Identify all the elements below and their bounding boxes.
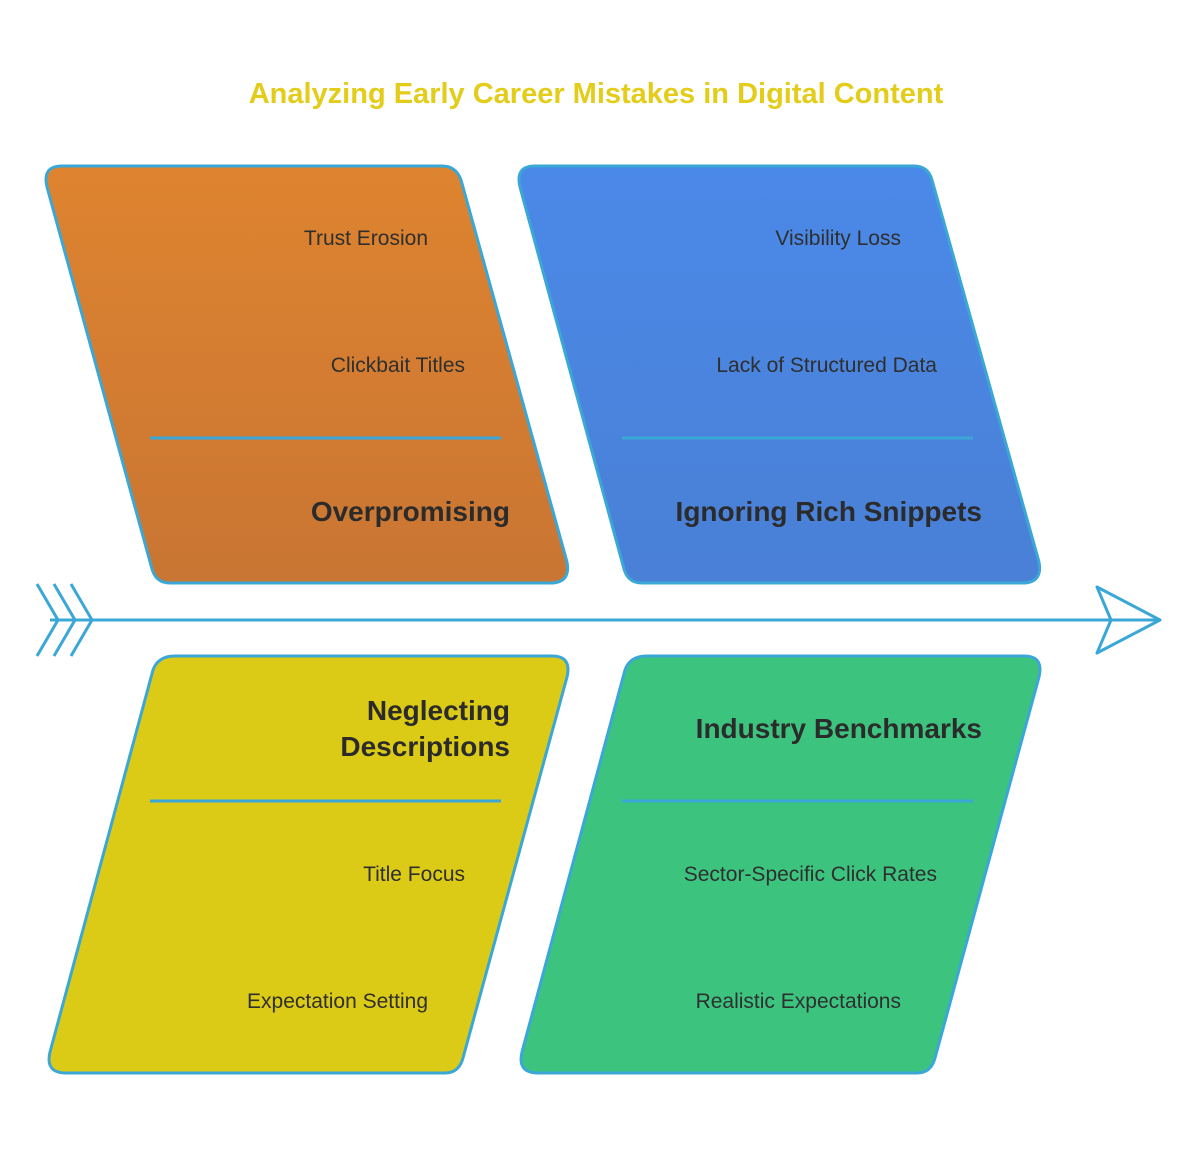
cause-label-ignoring-rich-snippets: Ignoring Rich Snippets [676, 496, 982, 527]
cause-label-industry-benchmarks: Industry Benchmarks [696, 713, 982, 744]
sub-cause-realistic-expectations: Realistic Expectations [696, 990, 901, 1013]
cause-label-overpromising: Overpromising [311, 496, 510, 527]
sub-cause-sector-specific-click-rates: Sector-Specific Click Rates [684, 863, 937, 886]
category-neglecting-descriptions: Neglecting Descriptions Title Focus Expe… [47, 654, 570, 1075]
cause-label-neglecting: Neglecting [367, 695, 510, 726]
spine-arrow [35, 583, 1162, 657]
panel-industry-benchmarks [519, 654, 1042, 1075]
panel-neglecting-descriptions [47, 654, 570, 1075]
category-ignoring-rich-snippets: Visibility Loss Lack of Structured Data … [517, 164, 1042, 585]
sub-cause-trust-erosion: Trust Erosion [304, 227, 428, 250]
sub-cause-visibility-loss: Visibility Loss [775, 227, 901, 250]
arrow-head [1095, 585, 1162, 655]
category-overpromising: Trust Erosion Clickbait Titles Overpromi… [44, 164, 570, 585]
panel-ignoring-rich-snippets [517, 164, 1042, 585]
panel-overpromising [44, 164, 570, 585]
sub-cause-title-focus: Title Focus [363, 863, 465, 886]
arrow-tail-chevron [69, 583, 94, 657]
diagram-title: Analyzing Early Career Mistakes in Digit… [249, 78, 944, 110]
sub-cause-lack-of-structured-data: Lack of Structured Data [716, 354, 937, 377]
cause-label-descriptions: Descriptions [340, 731, 510, 762]
sub-cause-expectation-setting: Expectation Setting [247, 990, 428, 1013]
sub-cause-clickbait-titles: Clickbait Titles [331, 354, 465, 377]
category-industry-benchmarks: Industry Benchmarks Sector-Specific Clic… [519, 654, 1042, 1075]
arrow-tail-chevron [35, 583, 60, 657]
arrow-tail-chevron [52, 583, 77, 657]
